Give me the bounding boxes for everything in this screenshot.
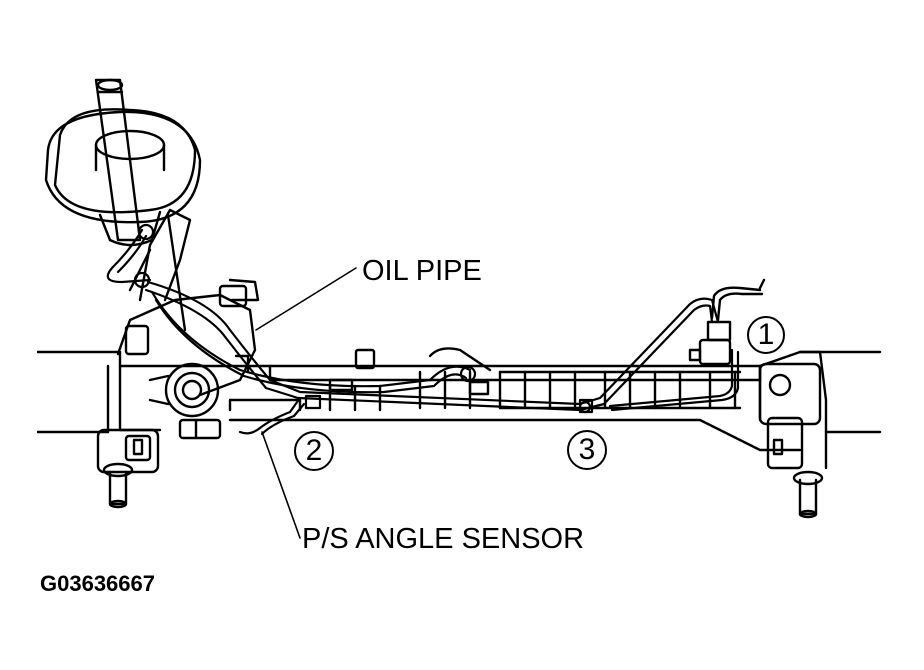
angle-sensor-label: P/S ANGLE SENSOR bbox=[302, 523, 585, 555]
callout-1-circle bbox=[747, 316, 785, 354]
leader-lines bbox=[255, 267, 357, 539]
left-end-mount bbox=[96, 364, 160, 509]
callout-3: 3 bbox=[578, 433, 596, 466]
pinion-valve-body bbox=[116, 208, 260, 440]
figure-id: G03636667 bbox=[40, 571, 155, 596]
callout-1: 1 bbox=[757, 318, 775, 351]
rack-details bbox=[234, 347, 492, 396]
callout-2: 2 bbox=[305, 434, 323, 467]
right-end-mount bbox=[758, 350, 828, 519]
oil-pipes bbox=[106, 223, 740, 436]
angle-sensor-leader bbox=[261, 431, 301, 539]
input-shaft-boot bbox=[44, 78, 202, 247]
oil-pipe-leader bbox=[255, 267, 357, 331]
oil-pipe-label: OIL PIPE bbox=[362, 255, 482, 287]
callout-3-circle bbox=[567, 430, 607, 470]
callout-circles bbox=[294, 316, 785, 471]
callout-2-circle bbox=[294, 431, 334, 471]
angle-sensor-connector bbox=[688, 278, 766, 366]
